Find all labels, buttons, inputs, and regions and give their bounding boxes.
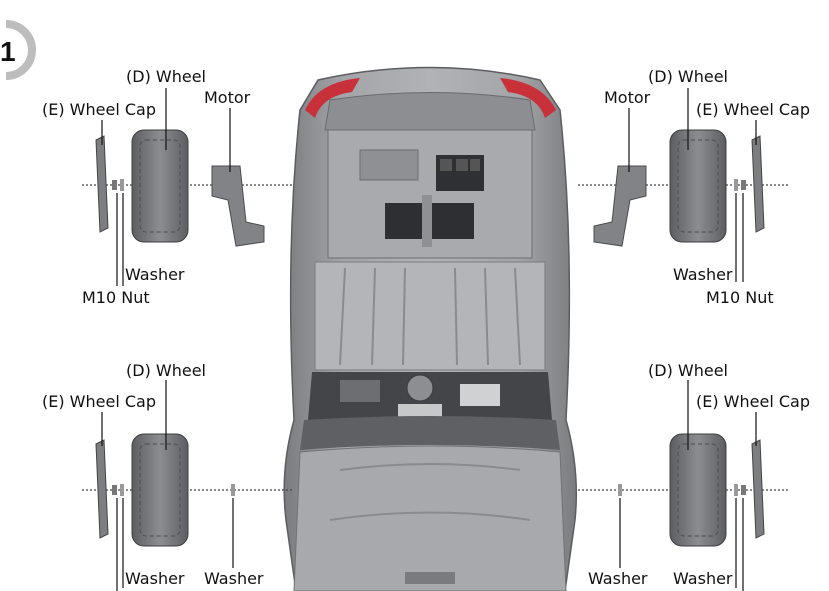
- wheel-cap-tl: [95, 135, 109, 233]
- label-wheel-tl: (D) Wheel: [126, 67, 206, 86]
- wheel-cap-br: [751, 439, 765, 539]
- motor-tr: [593, 165, 647, 247]
- washer-tr: [734, 179, 738, 191]
- label-nut-tr: M10 Nut: [706, 288, 774, 307]
- wheel-tl: [131, 129, 189, 243]
- label-wheel-cap-bl: (E) Wheel Cap: [42, 392, 156, 411]
- wheel-cap-tr: [751, 135, 765, 233]
- label-washer-bl-inner: Washer: [204, 569, 264, 588]
- label-wheel-bl: (D) Wheel: [126, 361, 206, 380]
- wheel-br: [669, 433, 727, 547]
- wheel-cap-bl: [95, 439, 109, 539]
- motor-tl: [211, 165, 265, 247]
- washer-tl: [120, 179, 124, 191]
- label-nut-tl: M10 Nut: [82, 288, 150, 307]
- label-motor-tl: Motor: [204, 88, 251, 107]
- label-washer-tl: Washer: [125, 265, 185, 284]
- label-wheel-tr: (D) Wheel: [648, 67, 728, 86]
- step-number: 1: [0, 36, 16, 67]
- wheel-bl: [131, 433, 189, 547]
- label-washer-bl-outer: Washer: [125, 569, 185, 588]
- label-washer-br-outer: Washer: [673, 569, 733, 588]
- label-wheel-cap-tr: (E) Wheel Cap: [696, 100, 810, 119]
- nut-br: [741, 485, 746, 495]
- label-wheel-cap-br: (E) Wheel Cap: [696, 392, 810, 411]
- label-washer-br-inner: Washer: [588, 569, 648, 588]
- car-body-top-view: [283, 66, 578, 591]
- washer-br-outer: [734, 484, 738, 496]
- washer-br-inner: [618, 484, 622, 496]
- washer-bl-inner: [231, 484, 235, 496]
- label-motor-tr: Motor: [604, 88, 651, 107]
- label-washer-tr: Washer: [673, 265, 733, 284]
- label-wheel-br: (D) Wheel: [648, 361, 728, 380]
- nut-tl: [112, 180, 117, 190]
- nut-tr: [741, 180, 746, 190]
- nut-bl: [112, 485, 117, 495]
- label-wheel-cap-tl: (E) Wheel Cap: [42, 100, 156, 119]
- step-ring-icon: [5, 20, 36, 80]
- wheel-tr: [669, 129, 727, 243]
- leader-lines: [101, 88, 757, 591]
- washer-bl-outer: [120, 484, 124, 496]
